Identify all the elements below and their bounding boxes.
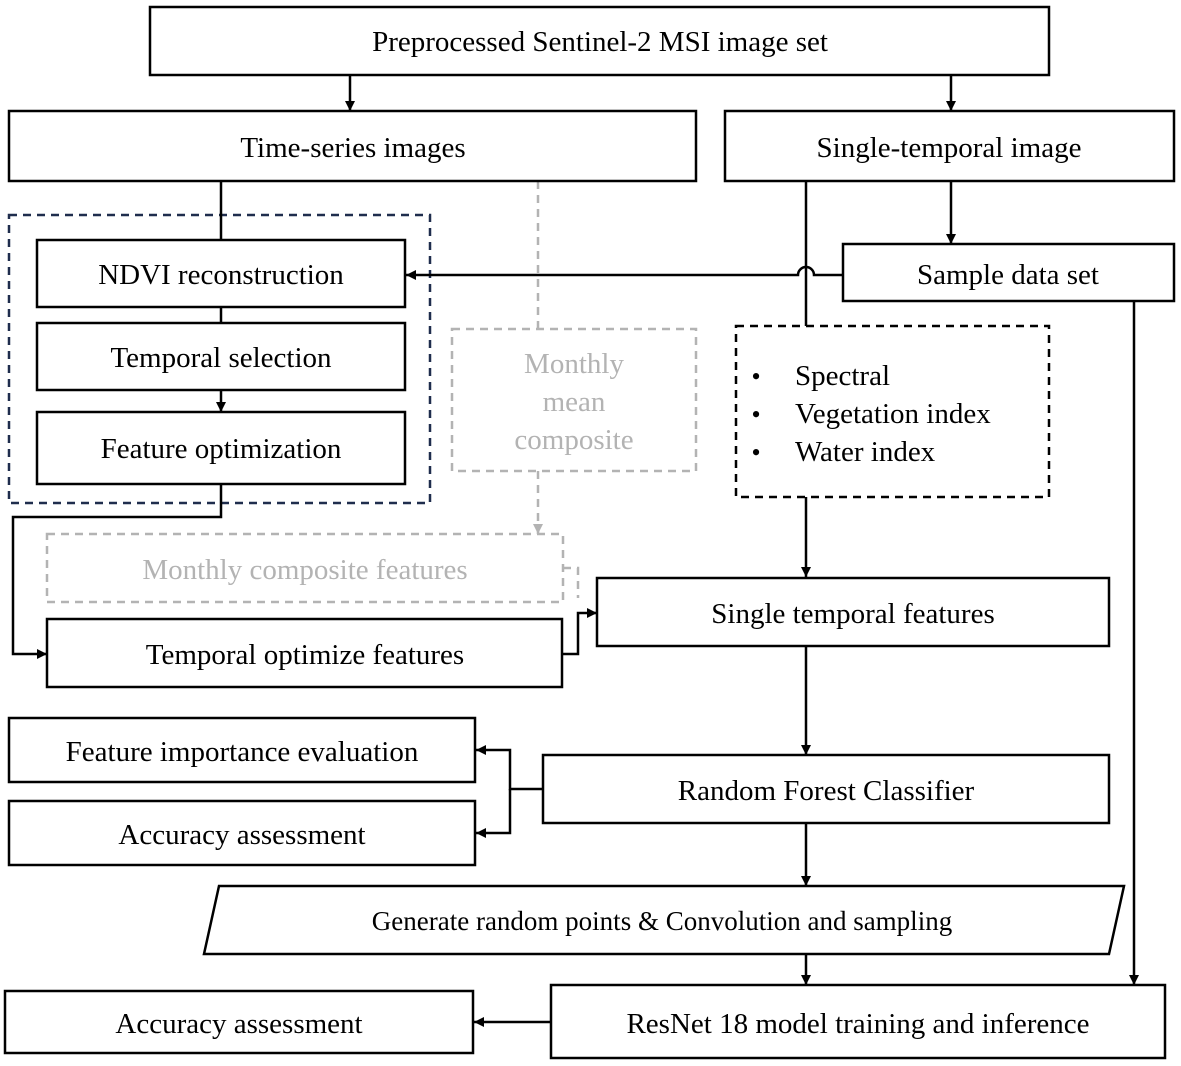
generate-points-label: Generate random points & Convolution and… xyxy=(372,906,952,936)
accuracy-resnet-label: Accuracy assessment xyxy=(115,1008,362,1040)
node-feature-optimization: Feature optimization xyxy=(35,410,407,486)
gray-line-composite-features-to-single-temporal xyxy=(563,566,580,598)
bullet-3: • xyxy=(751,438,760,467)
resnet-label: ResNet 18 model training and inference xyxy=(626,1008,1089,1040)
node-time-series-images: Time-series images xyxy=(7,109,698,183)
bullet-2: • xyxy=(751,400,760,429)
node-single-temporal-features: Single temporal features xyxy=(595,576,1111,648)
node-monthly-mean-composite: Monthly mean composite xyxy=(450,327,698,473)
feature-optimization-label: Feature optimization xyxy=(101,433,342,465)
monthly-mean-line-3: composite xyxy=(514,424,633,456)
bullet-1: • xyxy=(751,362,760,391)
temporal-selection-label: Temporal selection xyxy=(110,342,332,374)
node-accuracy-resnet: Accuracy assessment xyxy=(3,989,475,1055)
node-feature-bullets: • Spectral • Vegetation index • Water in… xyxy=(734,324,1051,499)
node-temporal-selection: Temporal selection xyxy=(35,321,407,392)
node-feature-importance: Feature importance evaluation xyxy=(7,716,477,784)
monthly-mean-line-2: mean xyxy=(543,386,606,418)
arrow-temporal-optimize-to-single-temporal-features xyxy=(562,608,597,656)
connectors xyxy=(11,75,1139,1027)
temporal-optimize-features-label: Temporal optimize features xyxy=(146,639,464,671)
time-series-label: Time-series images xyxy=(240,132,465,164)
random-forest-label: Random Forest Classifier xyxy=(678,775,975,807)
monthly-composite-features-label: Monthly composite features xyxy=(142,554,467,586)
bullet-water-index: Water index xyxy=(795,436,936,468)
arrow-rf-to-feature-importance xyxy=(476,745,543,791)
arrow-feature-optimization-to-temporal-optimize xyxy=(11,484,223,659)
bullet-spectral: Spectral xyxy=(795,360,890,392)
preprocessed-label: Preprocessed Sentinel-2 MSI image set xyxy=(372,26,828,58)
sample-data-set-label: Sample data set xyxy=(917,259,1099,291)
bullet-vegetation-index: Vegetation index xyxy=(795,398,991,430)
time-series-processing-group xyxy=(7,213,432,505)
accuracy-rf-label: Accuracy assessment xyxy=(118,819,365,851)
arrow-sample-data-to-ndvi xyxy=(406,265,843,280)
node-temporal-optimize-features: Temporal optimize features xyxy=(45,617,564,689)
single-temporal-features-label: Single temporal features xyxy=(711,598,994,630)
monthly-mean-line-1: Monthly xyxy=(524,348,624,380)
node-monthly-composite-features: Monthly composite features xyxy=(45,532,565,604)
node-ndvi-reconstruction: NDVI reconstruction xyxy=(35,238,407,309)
node-resnet: ResNet 18 model training and inference xyxy=(549,983,1167,1060)
single-temporal-image-label: Single-temporal image xyxy=(817,132,1082,164)
node-single-temporal-image: Single-temporal image xyxy=(723,109,1176,183)
feature-importance-label: Feature importance evaluation xyxy=(66,736,419,768)
node-preprocessed: Preprocessed Sentinel-2 MSI image set xyxy=(148,5,1051,77)
node-sample-data-set: Sample data set xyxy=(841,242,1176,303)
ndvi-label: NDVI reconstruction xyxy=(98,259,344,291)
node-generate-points: Generate random points & Convolution and… xyxy=(202,884,1126,956)
node-accuracy-rf: Accuracy assessment xyxy=(7,799,477,867)
node-random-forest: Random Forest Classifier xyxy=(541,753,1111,825)
arrow-rf-to-accuracy xyxy=(476,789,512,838)
